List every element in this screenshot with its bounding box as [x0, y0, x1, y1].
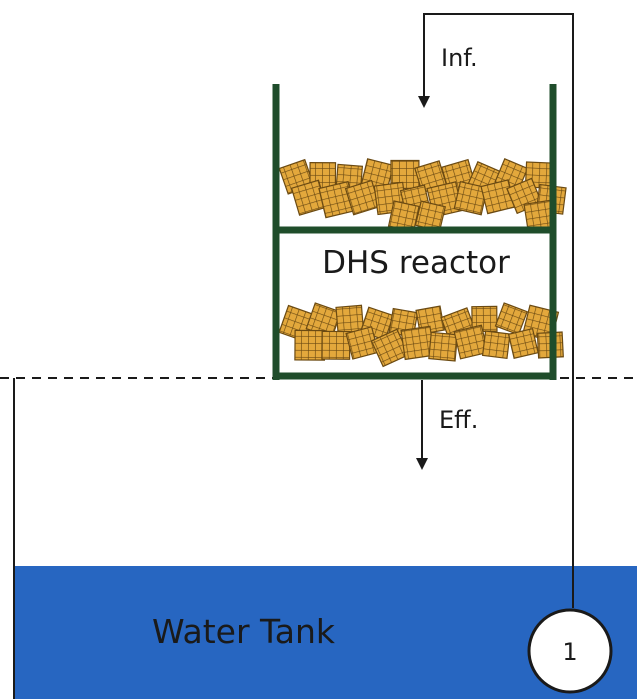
reactor-label: DHS reactor [322, 245, 510, 281]
pump-label: 1 [562, 638, 577, 666]
effluent-label: Eff. [439, 406, 478, 434]
sponge-cube [335, 304, 365, 334]
effluent-arrowhead [416, 458, 428, 470]
pump-circle [527, 608, 613, 694]
dhs-reactor [272, 84, 557, 380]
water-tank-label: Water Tank [152, 612, 336, 651]
influent-label: Inf. [441, 44, 478, 72]
sponge-cube [481, 330, 511, 360]
sponge-cube [414, 200, 447, 232]
influent-arrowhead [418, 96, 430, 108]
influent-feed-line [423, 13, 574, 608]
pump: 1 [527, 608, 613, 694]
sponge-media-upper [278, 158, 567, 233]
sponge-media-lower [278, 302, 564, 368]
sponge-cube [321, 330, 351, 360]
sponge-cube [294, 329, 326, 361]
sponge-cube [428, 331, 459, 362]
sponge-cube [494, 302, 528, 336]
sponge-cube [471, 305, 498, 333]
sponge-cube [507, 327, 539, 359]
